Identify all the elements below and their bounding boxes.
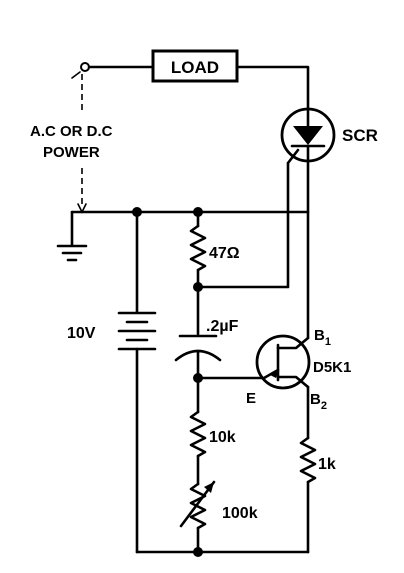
junction-r1-gate (193, 282, 203, 292)
power-label-line2: POWER (43, 144, 100, 161)
r2-resistor-icon (189, 410, 207, 458)
ujt-b2-label: B2 (310, 391, 327, 412)
ujt-b1-label: B1 (314, 327, 331, 348)
ujt-e-label: E (246, 390, 256, 407)
battery-icon (117, 311, 157, 351)
junction-bottom (193, 547, 203, 557)
ujt-icon (255, 334, 311, 390)
capacitor-label: .2µF (206, 318, 239, 335)
ground-icon (56, 210, 88, 262)
pot-label: 100k (222, 505, 258, 522)
ujt-part-label: D5K1 (313, 359, 351, 376)
r2-label: 10k (209, 429, 236, 446)
load-box: LOAD (151, 49, 239, 83)
pot-resistor-icon (189, 482, 207, 530)
load-label: LOAD (171, 58, 219, 77)
r3-resistor-icon (299, 436, 317, 484)
wire-scr-gate (196, 161, 290, 289)
scr-label: SCR (342, 126, 378, 145)
r1-resistor-icon (189, 224, 207, 272)
scr-icon (280, 107, 336, 165)
battery-label: 10V (67, 325, 96, 342)
power-terminal-top (71, 62, 90, 79)
r1-label: 47Ω (209, 245, 240, 262)
power-label-line1: A.C OR D.C (30, 123, 113, 140)
r3-label: 1k (318, 456, 336, 473)
wire-load-to-scr (235, 65, 310, 112)
pot-arrow-icon (179, 480, 216, 528)
